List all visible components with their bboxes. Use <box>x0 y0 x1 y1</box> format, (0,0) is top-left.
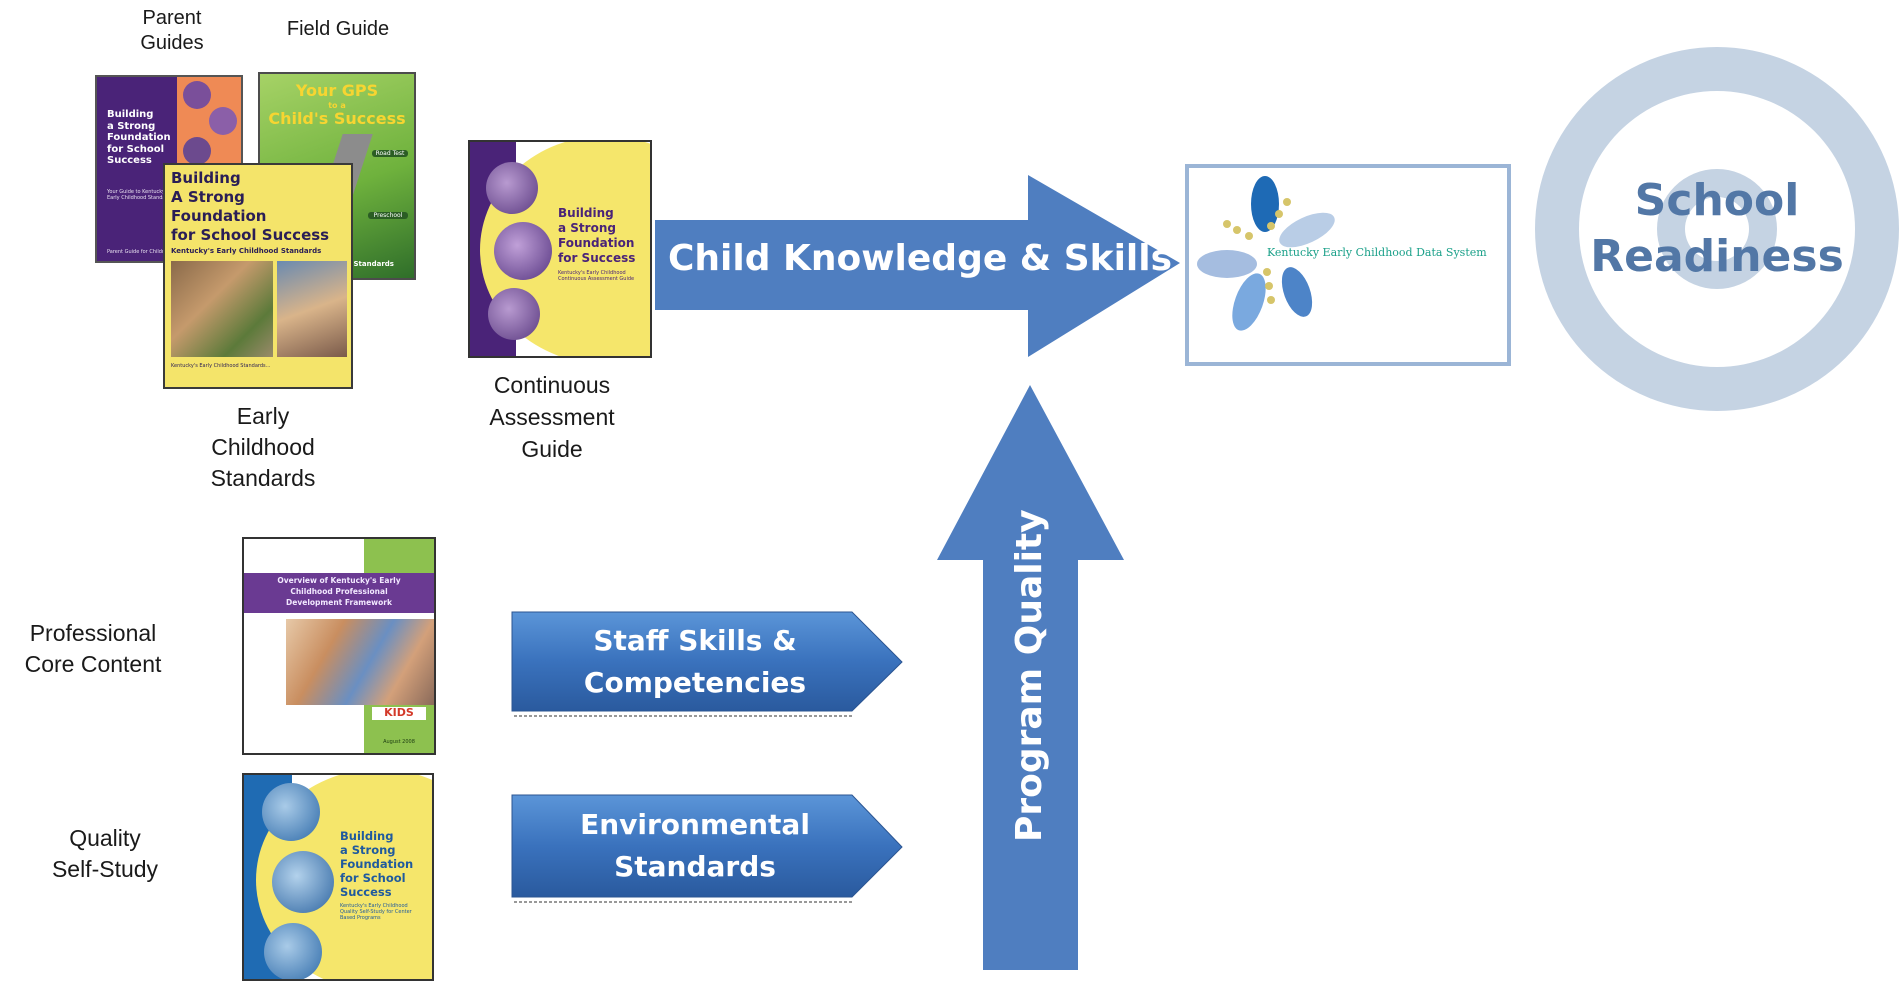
program-quality-label: Program Quality <box>1009 509 1050 842</box>
self-study-cover: Building a Strong Foundation for School … <box>242 773 434 981</box>
child-knowledge-arrow <box>655 175 1180 357</box>
field-guide-sign-2: Preschool <box>368 212 408 220</box>
core-content-footer: August 2008 <box>383 739 415 745</box>
quality-self-study-label: Quality Self-Study <box>51 825 159 882</box>
logo-petal <box>1251 176 1279 232</box>
staff-skills-arrow <box>511 611 903 712</box>
field-guide-sign-1: Road Test <box>372 150 408 158</box>
professional-core-content-label: Professional Core Content <box>24 620 162 677</box>
logo-dot <box>1245 232 1253 240</box>
core-content-title: Overview of Kentucky's Early Childhood P… <box>277 576 401 607</box>
core-content-cover: Overview of Kentucky's Early Childhood P… <box>242 537 436 755</box>
self-study-photo <box>262 783 320 841</box>
parent-guide-title: Building a Strong Foundation for School … <box>107 109 171 166</box>
parent-guide-subtitle: Your Guide to Kentucky's Early Childhood… <box>107 189 174 201</box>
self-study-photo <box>264 923 322 979</box>
self-study-photo <box>272 851 334 913</box>
assessment-photo <box>486 162 538 214</box>
data-system-logo <box>1197 176 1335 331</box>
early-childhood-standards-label: Early Childhood Standards <box>210 403 316 491</box>
field-guide-title-3: Child's Success <box>268 109 406 128</box>
field-guide-label: Field Guide <box>286 18 390 40</box>
logo-dot <box>1265 282 1273 290</box>
target-bullseye <box>1685 197 1749 261</box>
self-study-title: Building a Strong Foundation for School … <box>340 829 414 899</box>
logo-petal <box>1232 273 1266 331</box>
environmental-standards-label: Environmental Standards <box>580 808 810 883</box>
parent-guide-photo <box>183 81 211 109</box>
logo-dot <box>1267 296 1275 304</box>
school-readiness-label: School Readiness <box>1590 175 1844 282</box>
standards-photo-left <box>171 261 273 357</box>
environmental-standards-arrow <box>511 794 903 898</box>
field-guide-title-1: Your GPS <box>295 81 379 100</box>
logo-dot <box>1275 210 1283 218</box>
program-quality-arrow <box>937 385 1124 970</box>
logo-petal <box>1279 212 1335 248</box>
standards-title: Building A Strong Foundation for School … <box>171 169 330 244</box>
data-system-name: Kentucky Early Childhood Data System <box>1267 246 1487 259</box>
logo-petal <box>1281 267 1313 317</box>
logo-dot <box>1267 222 1275 230</box>
standards-footer: Kentucky's Early Childhood Standards... <box>171 363 271 369</box>
assessment-guide-cover: Building a Strong Foundation for Success… <box>468 140 652 358</box>
staff-skills-label: Staff Skills & Competencies <box>583 624 807 699</box>
child-knowledge-label: Child Knowledge & Skills <box>668 238 1173 279</box>
self-study-subtitle: Kentucky's Early Childhood Quality Self-… <box>340 903 412 921</box>
school-readiness-target: School Readiness <box>1535 47 1899 411</box>
standards-subtitle: Kentucky's Early Childhood Standards <box>171 247 322 255</box>
logo-dot <box>1263 268 1271 276</box>
assessment-photo <box>494 222 552 280</box>
parent-guides-label: Parent Guides <box>140 7 204 54</box>
data-system-box: Kentucky Early Childhood Data System <box>1185 164 1511 366</box>
parent-guide-footer: Parent Guide for Children Three and Four <box>107 249 210 255</box>
logo-dot <box>1283 198 1291 206</box>
field-guide-footer: ...the Standards <box>330 260 394 268</box>
assessment-subtitle: Kentucky's Early Childhood Continuous As… <box>558 270 635 282</box>
assessment-title: Building a Strong Foundation for Success <box>558 206 636 265</box>
core-content-photo <box>286 619 434 705</box>
standards-cover: Building A Strong Foundation for School … <box>163 163 353 389</box>
parent-guide-photo <box>209 107 237 135</box>
parent-guide-photo <box>183 137 211 165</box>
assessment-photo <box>488 288 540 340</box>
core-content-title-band <box>244 573 434 613</box>
continuous-assessment-guide-label: Continuous Assessment Guide <box>489 372 615 462</box>
logo-dot <box>1223 220 1231 228</box>
standards-photo-right <box>277 261 347 357</box>
kids-logo: KIDS <box>372 706 426 720</box>
field-guide-title-2: to a <box>328 101 346 110</box>
logo-dot <box>1233 226 1241 234</box>
logo-petal <box>1197 250 1257 278</box>
core-content-green-bar <box>364 539 434 577</box>
